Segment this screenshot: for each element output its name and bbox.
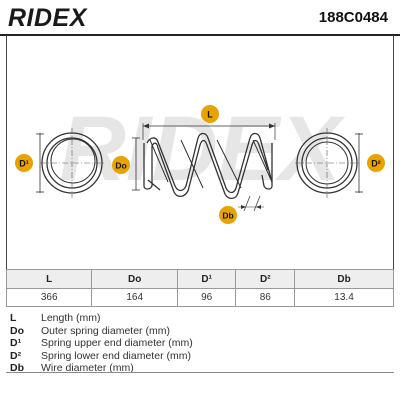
legend-description: Outer spring diameter (mm) bbox=[41, 324, 170, 337]
legend-symbol: L bbox=[10, 312, 17, 324]
do-dimension bbox=[132, 137, 140, 191]
header-l: L bbox=[5, 269, 93, 289]
do-label: Do bbox=[115, 161, 126, 171]
header-db: Db bbox=[294, 269, 394, 289]
header-divider bbox=[0, 34, 400, 36]
legend-symbol: Do bbox=[10, 324, 24, 337]
value-d1: 96 bbox=[176, 288, 237, 307]
header-d1: D¹ bbox=[176, 269, 237, 289]
legend: L Length (mm) Do Outer spring diameter (… bbox=[10, 312, 390, 375]
legend-description: Spring upper end diameter (mm) bbox=[41, 337, 193, 349]
header-d2: D² bbox=[235, 269, 296, 289]
l-badge: L bbox=[201, 105, 219, 123]
footer-divider bbox=[6, 372, 394, 373]
spring-diagram: RIDEX D¹ D² bbox=[15, 98, 385, 224]
header-do: Do bbox=[91, 269, 178, 289]
value-l: 366 bbox=[5, 288, 93, 307]
do-badge: Do bbox=[112, 156, 130, 174]
brand-name: RIDEX bbox=[8, 4, 87, 32]
spec-value-row: 366 164 96 86 13.4 bbox=[5, 288, 394, 307]
upper-end-view bbox=[36, 128, 104, 198]
legend-description: Wire diameter (mm) bbox=[41, 362, 134, 374]
value-d2: 86 bbox=[235, 288, 296, 307]
legend-item: Do Outer spring diameter (mm) bbox=[10, 325, 390, 338]
value-do: 164 bbox=[91, 288, 178, 307]
d2-label: D² bbox=[371, 159, 381, 169]
value-db: 13.4 bbox=[294, 288, 394, 307]
l-dimension bbox=[142, 123, 276, 140]
brand-logo: RIDEX bbox=[8, 4, 87, 32]
d1-badge: D¹ bbox=[15, 154, 33, 172]
legend-item: D¹ Spring upper end diameter (mm) bbox=[10, 337, 390, 350]
legend-item: L Length (mm) bbox=[10, 312, 390, 325]
spec-table: L Do D¹ D² Db 366 164 96 86 13.4 bbox=[5, 269, 394, 307]
db-badge: Db bbox=[219, 206, 237, 224]
l-label: L bbox=[207, 110, 213, 120]
legend-symbol: D¹ bbox=[10, 337, 22, 349]
part-number: 188C0484 bbox=[318, 9, 388, 26]
legend-symbol: Db bbox=[10, 362, 24, 374]
d2-badge: D² bbox=[367, 154, 385, 172]
legend-description: Spring lower end diameter (mm) bbox=[41, 349, 191, 362]
spec-header-row: L Do D¹ D² Db bbox=[5, 269, 394, 289]
lower-end-view bbox=[295, 128, 363, 198]
legend-item: Db Wire diameter (mm) bbox=[10, 362, 390, 375]
spring-side-view bbox=[143, 132, 273, 200]
legend-description: Length (mm) bbox=[41, 312, 101, 324]
db-label: Db bbox=[222, 211, 233, 221]
legend-symbol: D² bbox=[10, 349, 22, 362]
legend-item: D² Spring lower end diameter (mm) bbox=[10, 350, 390, 363]
db-dimension bbox=[238, 195, 264, 212]
diagram-frame bbox=[6, 35, 394, 269]
d1-label: D¹ bbox=[19, 159, 29, 169]
